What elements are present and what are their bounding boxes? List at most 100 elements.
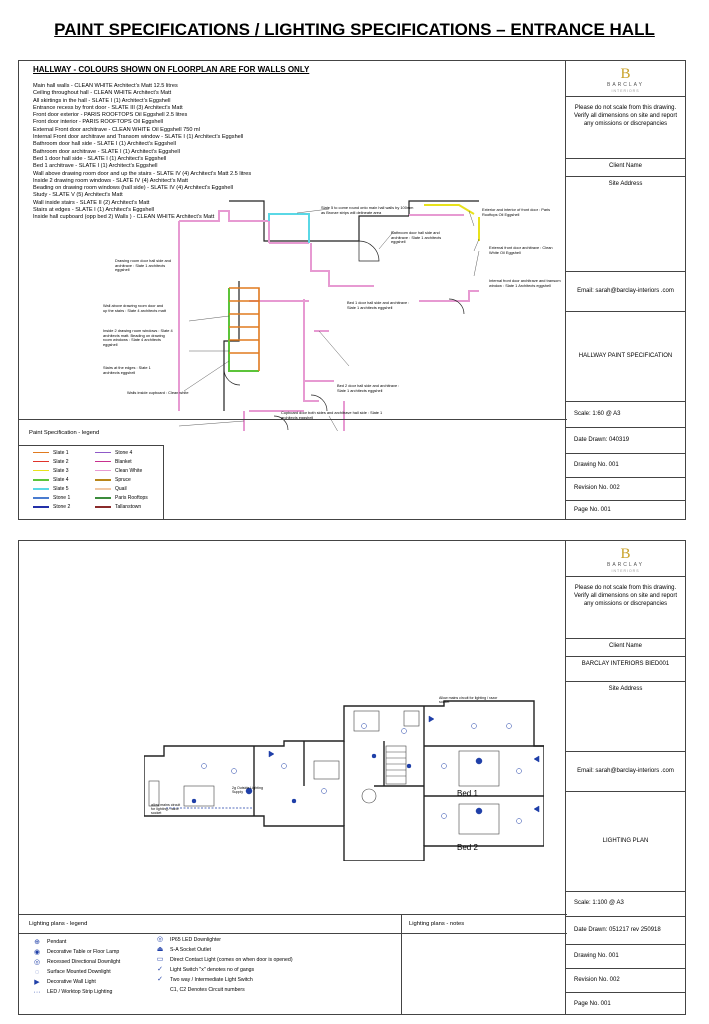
legend-swatch [95,497,111,499]
legend-label: Slate 5 [53,485,69,492]
legend-item: Stone 4 [95,448,165,457]
lighting-legend-label: S-A Socket Outlet [170,947,211,953]
spec-list: Main hall walls - CLEAN WHITE Architect’… [33,83,333,222]
revision-number: Revision No. 002 [566,478,685,501]
label-mains-circuit: Allow mains circuit for lighting / razor… [439,696,498,705]
lighting-symbol-icon: ◎ [33,959,41,966]
spec-item: Inside hall cupboard (opp bed 2) Walls )… [33,214,215,221]
lighting-symbol-icon: ✓ [157,966,163,973]
legend-item: Tallanstown [95,503,165,512]
annotation-external-architrave: External front door architrave : Clean W… [489,245,553,255]
disclaimer-2: Please do not scale from this drawing. V… [566,577,685,639]
spec-item: Ceiling throughout hall - CLEAN WHITE Ar… [33,90,172,97]
lighting-notes-title: Lighting plans - notes [409,921,465,927]
legend-item: Slate 5 [33,484,103,493]
legend-item: Slate 2 [33,457,103,466]
legend-item: Paris Rooftops [95,493,165,502]
email: Email: sarah@barclay-interiors .com [566,272,685,312]
spec-heading: HALLWAY - COLOURS SHOWN ON FLOORPLAN ARE… [33,65,310,74]
lighting-legend-label: Pendant [47,939,67,945]
client-name-2: Client Name [566,639,685,657]
lighting-symbol-icon: ◌ [34,968,40,976]
lighting-legend-item: ··· LED / Worktop Strip Lighting [31,987,120,997]
scale: Scale: 1:60 @ A3 [566,402,685,428]
lighting-legend-item: ◌Surface Mounted Downlight [31,967,120,977]
legend-swatch [33,506,49,508]
legend-label: Stone 1 [53,495,71,502]
legend-swatch [33,451,49,454]
lighting-legend-label: Decorative Wall Light [47,979,96,985]
lighting-symbol-icon: ◎ [156,936,164,943]
spec-item: Study - SLATE V (5) Architect’s Matt [33,192,123,199]
annotation-bathroom: Bathroom door hall side and architrave :… [391,230,442,244]
spec-item: Inside 2 drawing room windows - SLATE IV… [33,177,188,184]
legend-item: Slate 1 [33,448,103,457]
date-drawn-2: Date Drawn: 051217 rev 250918 [566,917,685,945]
drawing-number-2: Drawing No. 001 [566,945,685,969]
logo-2: B BARCLAY INTERIORS [566,541,685,577]
notes-divider [401,915,402,1015]
lighting-legend-label: Two way / Intermediate Light Switch [170,977,253,983]
spec-item: Bed 1 architrave - SLATE I (1) Architect… [33,163,158,170]
drawing-title: HALLWAY PAINT SPECIFICATION [566,312,685,402]
paint-legend-title: Paint Specification - legend [29,430,100,436]
legend-label: Slate 1 [53,449,69,456]
title-block-2: B BARCLAY INTERIORS Please do not scale … [565,541,685,1014]
date-drawn: Date Drawn: 040319 [566,428,685,454]
lighting-floorplan [144,700,544,861]
drawing-number: Drawing No. 001 [566,454,685,478]
legend-item: Spruce [95,475,165,484]
spec-item: Wall inside stairs - SLATE II (2) Archit… [33,199,150,206]
annotation-wall-above: Wall above drawing room door and up the … [103,303,166,313]
lighting-legend-item: ✓ Two way / Intermediate Light Switch [154,976,293,987]
paint-spec-sheet: HALLWAY - COLOURS SHOWN ON FLOORPLAN ARE… [18,60,686,520]
legend-label: Stone 4 [115,449,133,456]
paint-legend-divider [19,445,164,520]
legend-label: Clean White [115,467,143,474]
lighting-legend-title: Lighting plans - legend [29,921,88,927]
logo-mark: B [620,66,631,82]
spec-item: Wall above drawing room door and up the … [33,170,252,177]
client-value: BARCLAY INTERIORS BIED001 [566,657,685,682]
email-2: Email: sarah@barclay-interiors .com [566,752,685,792]
lighting-legend-label: LED / Worktop Strip Lighting [47,989,113,995]
spec-item: All skirtings in the hall - SLATE I (1) … [33,97,171,104]
annotation-bed2: Bed 2 door hall side and architrave : Sl… [337,383,400,393]
legend-swatch [95,506,111,508]
lighting-symbol-icon: ··· [33,988,41,996]
legend-label: Slate 4 [53,476,69,483]
legend-swatch [33,469,49,472]
lighting-symbol-icon: ✓ [157,976,163,983]
legend-item: Quail [95,484,165,493]
legend-label: Tallanstown [115,504,142,511]
site-address-2: Site Address [566,682,685,752]
legend-swatch [95,469,111,472]
logo-sub: INTERIORS [611,88,640,93]
legend-label: Paris Rooftops [115,495,148,502]
spec-item: Entrance recess by front door - SLATE II… [33,104,183,111]
annotation-stairs-edges: Stairs at the edges : Slate 1 architects… [103,365,151,375]
legend-item: Stone 2 [33,503,103,512]
page-number-2: Page No. 001 [574,1000,611,1007]
legend-item: Slate 4 [33,475,103,484]
label-outside-supply: 2g Outside Lighting Supply [232,786,263,795]
scale-2: Scale: 1:100 @ A3 [566,892,685,917]
page-number: Page No. 001 [574,507,611,514]
legend-swatch [33,488,49,490]
spec-item: Beading on drawing room windows (hall si… [33,185,234,192]
legend-item: Slate 3 [33,466,103,475]
lighting-symbol-icon: ⏏ [156,946,164,953]
legend-item: Stone 1 [33,493,103,502]
drawing-title-2: LIGHTING PLAN [566,792,685,892]
annotation-slate5: Slate 5 to come round onto main hall wal… [321,205,414,215]
logo-sub-2: INTERIORS [611,568,640,573]
lighting-plan-sheet: Bed 1 Bed 2 Allow mains circuit for ligh… [18,540,686,1015]
lighting-legend-item: C1, C2 Denotes Circuit numbers [154,987,293,997]
spec-item: Front door exterior - PARIS ROOFTOPS Oil… [33,112,188,119]
client-name: Client Name [566,159,685,177]
lighting-legend-right: ◎IP65 LED Downlighter⏏S-A Socket Outlet▭… [154,936,293,997]
lighting-legend-item: ▭Direct Contact Light (comes on when doo… [154,956,293,967]
title-block: B BARCLAY INTERIORS Please do not scale … [565,61,685,519]
